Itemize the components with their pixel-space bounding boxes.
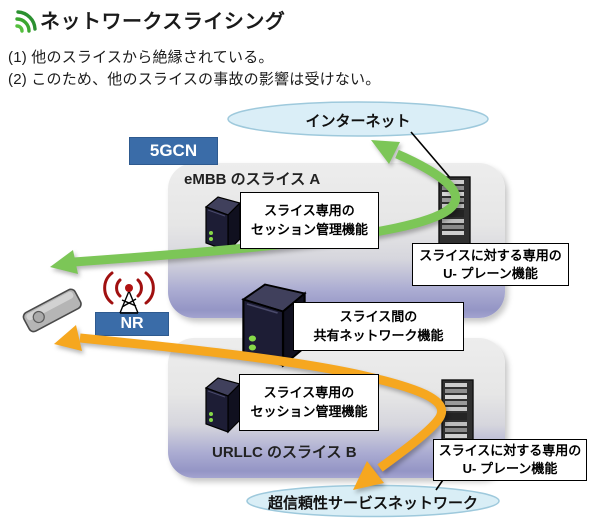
5gcn-tag: 5GCN xyxy=(129,137,218,165)
session-mgmt-label-b: スライス専用の セッション管理機能 xyxy=(239,374,379,431)
uplane-label-a: スライスに対する専用の U- プレーン機能 xyxy=(412,243,569,286)
point-2-text: (2) このため、他のスライスの事故の影響は受けない。 xyxy=(8,71,381,88)
service-cloud xyxy=(246,484,500,518)
page-title: ネットワークスライシング xyxy=(40,11,286,33)
server-tower-icon xyxy=(205,377,241,433)
session-mgmt-label-a: スライス専用の セッション管理機能 xyxy=(240,192,379,249)
point-1-text: (1) 他のスライスから絶縁されている。 xyxy=(8,49,274,66)
internet-cloud xyxy=(227,101,489,137)
shared-network-label: スライス間の 共有ネットワーク機能 xyxy=(293,302,464,351)
mobile-device-icon xyxy=(22,288,82,333)
uplane-label-b: スライスに対する専用の U- プレーン機能 xyxy=(433,439,587,481)
internet-cloud-label: インターネット xyxy=(305,113,411,130)
slice-a-title: eMBB のスライス A xyxy=(184,171,321,188)
slice-b-title: URLLC のスライス B xyxy=(212,444,357,461)
internet-to-rack-connector xyxy=(410,131,453,181)
green-arrow xyxy=(50,140,461,274)
service-cloud-label: 超信頼性サービスネットワーク xyxy=(267,495,478,512)
signal-swirl-icon xyxy=(15,10,37,33)
antenna-icon xyxy=(103,271,155,314)
server-tower-icon xyxy=(205,196,241,252)
orange-arrow xyxy=(54,325,447,490)
